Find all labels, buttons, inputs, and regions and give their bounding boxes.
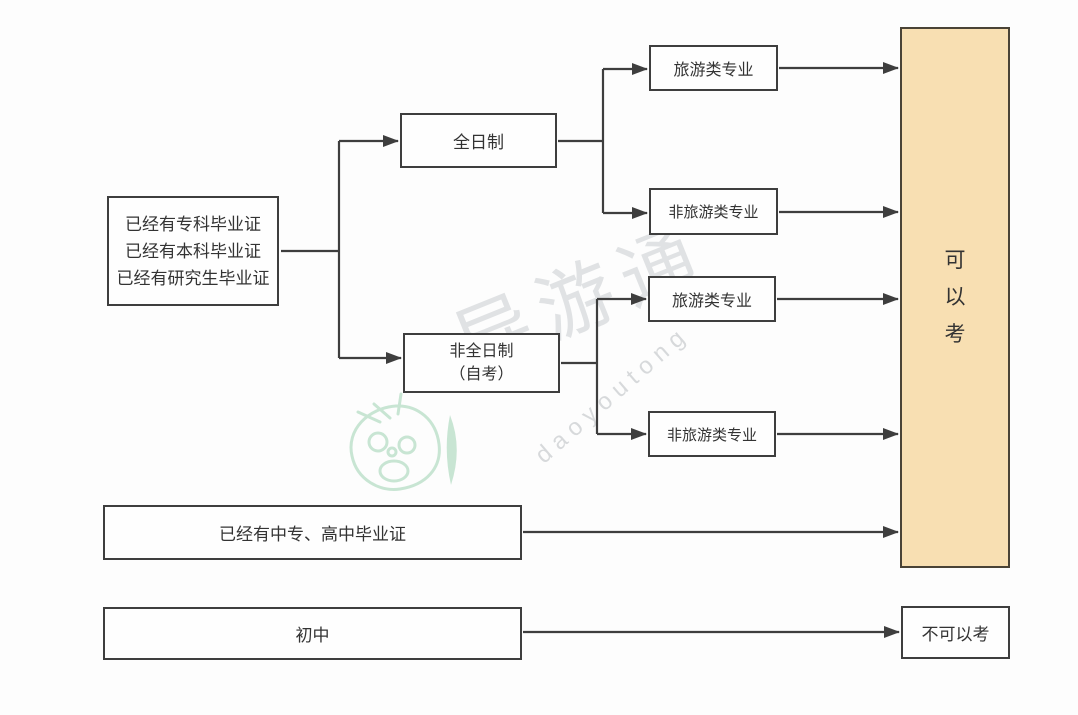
node-can-take-exam: 可以考 [900, 27, 1010, 568]
non-tourism-major-fulltime-label: 非旅游类专业 [668, 204, 759, 221]
node-cannot-take-exam: 不可以考 [901, 606, 1010, 659]
node-higher-education-diploma: 已经有专科毕业证 已经有本科毕业证 已经有研究生毕业证 [107, 196, 279, 306]
node-parttime-selfstudy: 非全日制 （自考） [403, 333, 560, 393]
node-tourism-major-fulltime: 旅游类专业 [649, 45, 778, 91]
non-tourism-major-parttime-label: 非旅游类专业 [666, 426, 757, 444]
can-take-exam-label: 可以考 [944, 249, 966, 346]
parttime-line-1: 非全日制 [449, 343, 514, 360]
node-non-tourism-major-parttime: 非旅游类专业 [648, 411, 776, 457]
node-junior-high: 初中 [103, 607, 522, 660]
panda-mascot-watermark-icon [349, 392, 457, 491]
diploma-line-3: 已经有研究生毕业证 [116, 268, 270, 288]
tourism-major-fulltime-label: 旅游类专业 [673, 62, 754, 79]
junior-high-label: 初中 [295, 626, 330, 645]
tourism-major-parttime-label: 旅游类专业 [671, 293, 752, 310]
node-fulltime: 全日制 [400, 113, 557, 168]
cannot-take-exam-label: 不可以考 [921, 625, 990, 644]
node-non-tourism-major-fulltime: 非旅游类专业 [649, 188, 778, 235]
parttime-line-2: （自考） [449, 366, 514, 383]
node-secondary-high-school-diploma: 已经有中专、高中毕业证 [103, 505, 522, 560]
secondary-diploma-label: 已经有中专、高中毕业证 [219, 525, 406, 544]
diploma-line-1: 已经有专科毕业证 [125, 214, 261, 234]
node-tourism-major-parttime: 旅游类专业 [648, 276, 776, 322]
fulltime-label: 全日制 [453, 133, 504, 152]
diploma-line-2: 已经有本科毕业证 [125, 241, 261, 261]
